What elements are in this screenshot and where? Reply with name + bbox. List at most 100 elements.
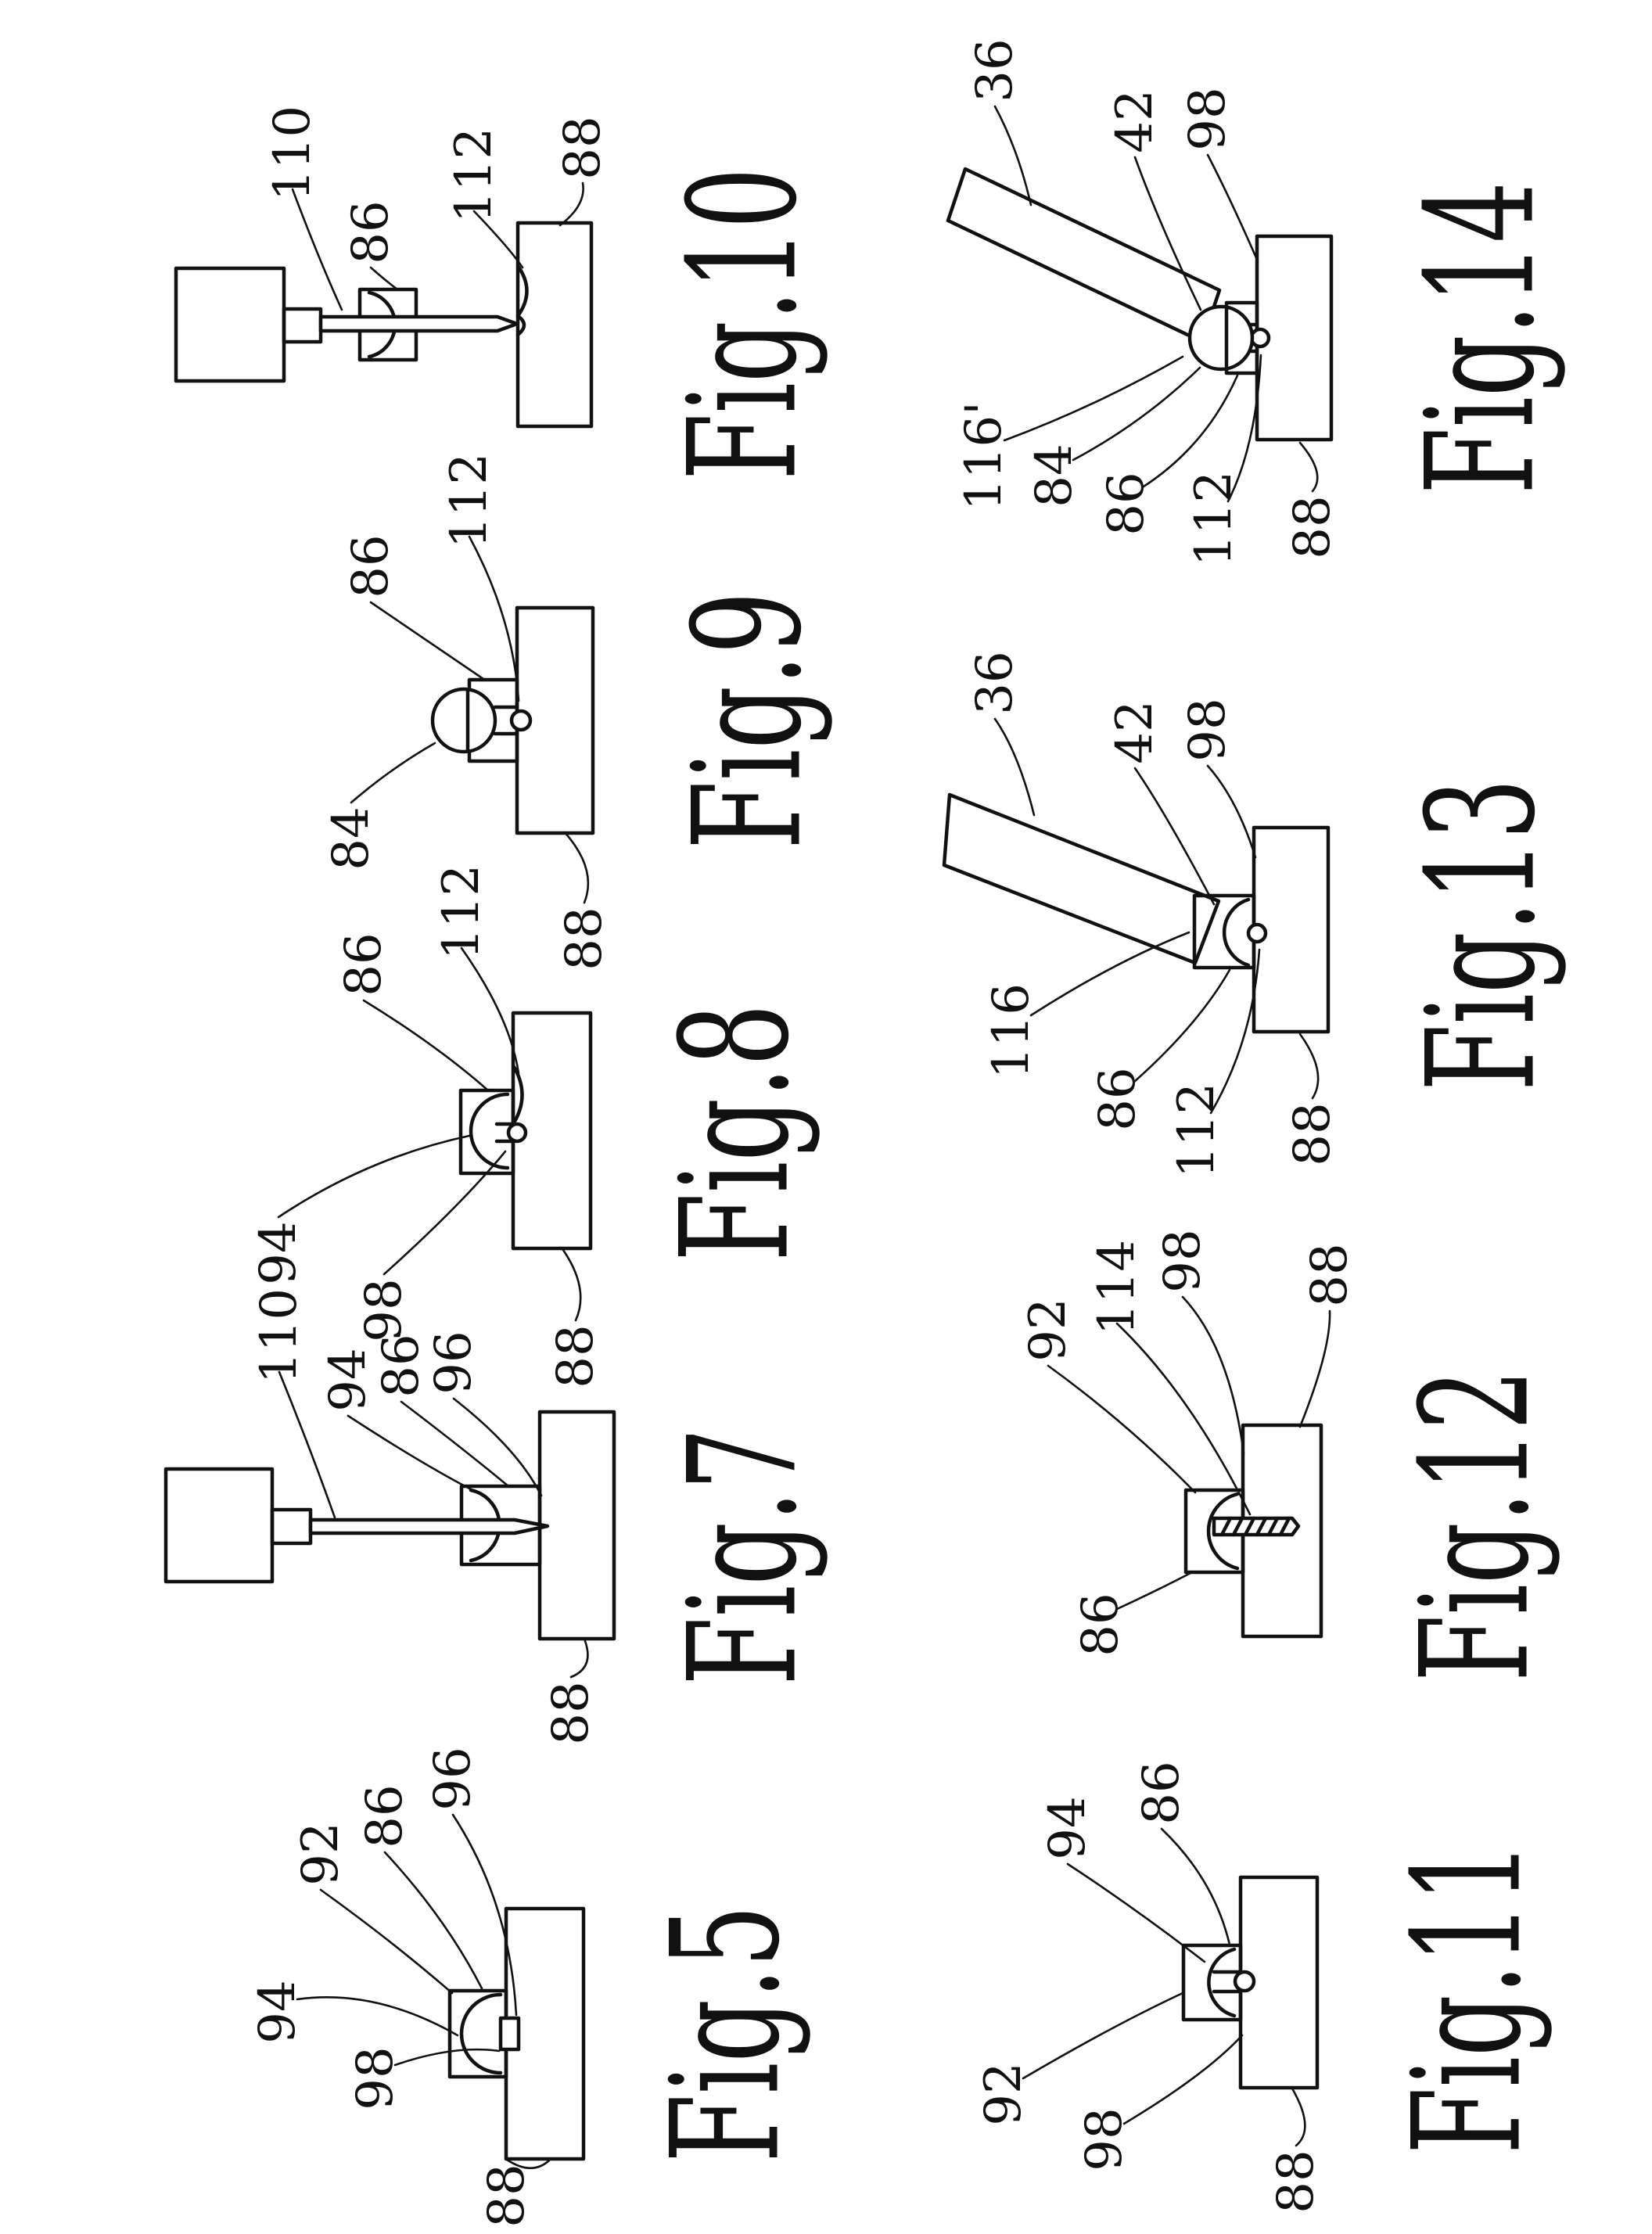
fig7-leader-110 [278, 1370, 336, 1519]
fig12-ref-88: 88 [1301, 1243, 1359, 1306]
fig10-tip-bulge [515, 314, 526, 337]
fig11-leader-86 [1160, 1827, 1231, 1946]
fig5-ref-96: 96 [424, 1747, 482, 1810]
fig12-screw-thread [1231, 1516, 1244, 1537]
fig8-ref-94: 94 [250, 1221, 307, 1284]
fig11-leader-94 [1066, 1862, 1206, 1963]
fig11-ref-92: 92 [975, 2062, 1032, 2125]
fig13-leader-86 [1133, 968, 1231, 1083]
fig8-ref-86: 86 [335, 932, 393, 996]
fig9-tip-bulge [509, 709, 533, 732]
fig5-ref-98: 98 [347, 2046, 404, 2110]
fig9-title: Fig.9 [662, 591, 835, 849]
fig14-ref-86: 86 [1097, 472, 1155, 535]
fig14-staking-bar [946, 167, 1222, 344]
fig13-leader-112 [1209, 948, 1261, 1115]
fig14-ball-head [1187, 304, 1255, 372]
fig13-rivet-head-dome [1222, 897, 1251, 968]
fig14-leader-36 [993, 105, 1032, 207]
fig12-ref-92: 92 [1019, 1298, 1077, 1361]
fig14-leader-98 [1206, 153, 1259, 263]
fig5-leader-94 [296, 1996, 459, 2037]
fig11-ref-86: 86 [1133, 1761, 1191, 1824]
fig13-ref-88: 88 [1284, 1102, 1341, 1165]
fig13-ref-116: 116 [982, 983, 1040, 1079]
fig12-leader-114 [1115, 1322, 1252, 1516]
fig11-leader-92 [1022, 1992, 1184, 2080]
fig13-title: Fig.13 [1395, 778, 1568, 1091]
fig13-leader-98 [1206, 764, 1257, 859]
fig12-leader-86 [1115, 1571, 1194, 1611]
fig9-ball-head [430, 687, 497, 754]
fig11-ref-98: 98 [1076, 2107, 1133, 2171]
fig7-mandrel-shaft [308, 1517, 550, 1535]
fig12-rivet-head-dome [1206, 1492, 1240, 1571]
fig12-screw-thread [1219, 1516, 1233, 1537]
fig12-screw-thread [1255, 1516, 1268, 1537]
fig7-ref-94: 94 [319, 1348, 377, 1411]
fig8-leader-112 [460, 946, 520, 1075]
fig5-leader-96 [451, 1813, 518, 2017]
fig5-leader-86 [383, 1851, 483, 1990]
fig5-rivet-head-dome [459, 1992, 503, 2075]
fig7-leader-96 [452, 1397, 543, 1497]
fig8-tip-bulge [506, 1122, 528, 1144]
fig12-ref-114: 114 [1088, 1240, 1146, 1335]
fig11-leader-88 [1291, 2087, 1306, 2147]
fig7-ref-88: 88 [542, 1681, 600, 1744]
fig7-ref-96: 96 [425, 1331, 483, 1394]
fig10-ref-112: 112 [445, 128, 503, 223]
fig8-face-bulge [511, 1063, 524, 1126]
fig12-screw-thread [1243, 1516, 1256, 1537]
fig13-leader-36 [993, 717, 1036, 817]
fig14-leader-86 [1142, 374, 1239, 488]
fig9-ref-86: 86 [342, 534, 400, 598]
fig9-ref-88: 88 [555, 907, 613, 970]
fig5-stem-tab [498, 2016, 521, 2052]
fig14-ref-84: 84 [1025, 444, 1083, 507]
figure-fig9: 86 112 84 88 Fig.9 [322, 453, 835, 971]
fig9-leader-112 [468, 535, 520, 702]
fig9-leader-84 [350, 742, 436, 804]
fig8-leader-94 [277, 1134, 471, 1219]
fig12-ref-86: 86 [1072, 1593, 1129, 1656]
fig8-leader-98 [382, 1150, 507, 1276]
fig10-mandrel-shaft [318, 314, 519, 333]
fig8-title: Fig.8 [649, 1004, 822, 1262]
fig14-leader-116' [1003, 355, 1184, 442]
fig13-leader-42 [1133, 767, 1216, 906]
fig11-title: Fig.11 [1381, 1841, 1554, 2154]
fig9-leader-88 [563, 831, 590, 904]
fig14-ref-88: 88 [1284, 495, 1341, 558]
fig11-ref-94: 94 [1039, 1796, 1097, 1859]
fig14-ref-42: 42 [1106, 89, 1164, 153]
fig7-leader-88 [569, 1640, 589, 1679]
fig11-ref-88: 88 [1267, 2150, 1325, 2213]
fig14-ref-98: 98 [1179, 87, 1237, 150]
fig9-ref-84: 84 [322, 806, 380, 870]
fig7-ref-110: 110 [250, 1288, 308, 1384]
fig10-leader-86 [369, 266, 399, 291]
fig14-ref-36: 36 [966, 38, 1024, 102]
fig5-leader-88 [505, 2158, 551, 2170]
fig12-leader-98 [1181, 1295, 1245, 1455]
fig5-title: Fig.5 [640, 1905, 813, 2163]
fig13-ref-98: 98 [1179, 698, 1237, 761]
fig13-tip-bulge [1246, 922, 1268, 944]
fig10-leader-112 [472, 210, 524, 269]
fig8-leader-86 [362, 999, 490, 1092]
fig12-screw-thread [1278, 1516, 1291, 1537]
fig8-ref-98: 98 [355, 1278, 413, 1341]
fig11-rivet-head-dome [1207, 1947, 1237, 2018]
fig12-ref-98: 98 [1154, 1229, 1212, 1292]
fig10-title: Fig.10 [657, 167, 830, 480]
fig8-ref-112: 112 [433, 864, 490, 960]
fig14-tip-bulge [1249, 327, 1271, 349]
